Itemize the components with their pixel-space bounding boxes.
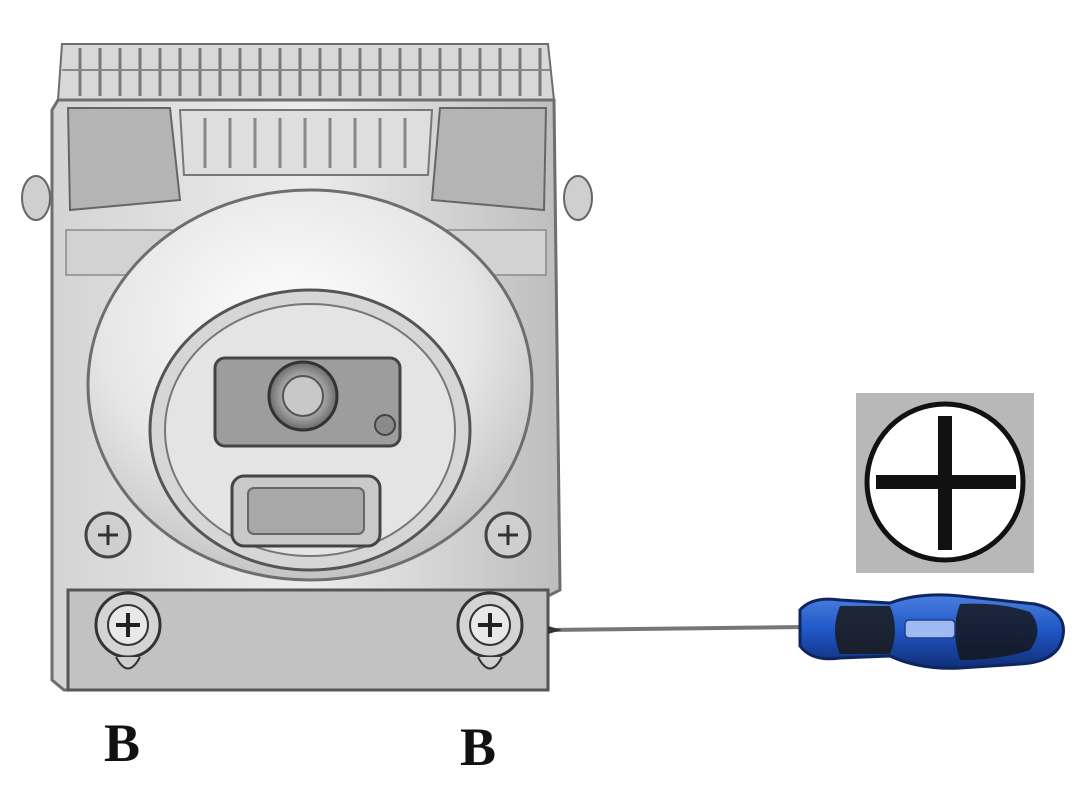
label-b-left: B bbox=[104, 713, 141, 773]
label-b-right: B bbox=[460, 717, 497, 777]
phillips-cross-icon bbox=[856, 393, 1034, 573]
vent-grille bbox=[56, 43, 556, 101]
screw-b-left bbox=[94, 591, 162, 670]
side-knob-right bbox=[563, 175, 593, 221]
screw-b-right bbox=[456, 591, 524, 670]
bottom-plate bbox=[66, 588, 550, 692]
screwdriver-shaft bbox=[547, 625, 806, 632]
screwdriver-icon bbox=[547, 593, 1065, 670]
screw-icon bbox=[84, 511, 132, 559]
screw-icon bbox=[484, 511, 532, 559]
side-knob-left bbox=[21, 175, 51, 221]
camera-module-icon bbox=[21, 43, 593, 692]
